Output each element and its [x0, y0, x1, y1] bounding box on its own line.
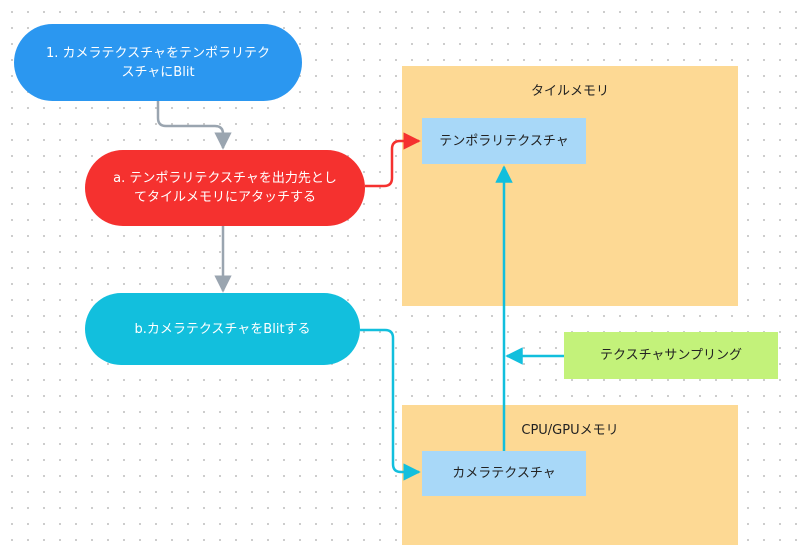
step-a-node: a. テンポラリテクスチャを出力先としてタイルメモリにアタッチする — [85, 150, 365, 226]
step-a-label: a. テンポラリテクスチャを出力先としてタイルメモリにアタッチする — [113, 171, 337, 205]
step1-node: 1. カメラテクスチャをテンポラリテクスチャにBlit — [14, 24, 302, 101]
sampling-label: テクスチャサンプリング — [599, 348, 743, 363]
tile-memory-label: タイルメモリ — [530, 84, 609, 99]
link-step1-to-step-a — [156, 101, 232, 150]
tile-memory-container: タイルメモリ — [402, 66, 738, 306]
camera-texture-label: カメラテクスチャ — [452, 466, 556, 481]
link-step-a-to-temp-texture — [365, 132, 421, 188]
link-step-b-to-camera-texture — [360, 328, 421, 481]
temp-texture-node: テンポラリテクスチャ — [422, 118, 586, 164]
temp-texture-label: テンポラリテクスチャ — [439, 133, 569, 149]
sampling-node: テクスチャサンプリング — [564, 332, 778, 379]
gpu-memory-label: CPU/GPUメモリ — [521, 423, 619, 438]
step-b-node: b.カメラテクスチャをBlitする — [85, 293, 360, 365]
step-b-label: b.カメラテクスチャをBlitする — [134, 321, 311, 337]
camera-texture-node: カメラテクスチャ — [422, 451, 586, 496]
step1-label: 1. カメラテクスチャをテンポラリテクスチャにBlit — [45, 45, 271, 80]
